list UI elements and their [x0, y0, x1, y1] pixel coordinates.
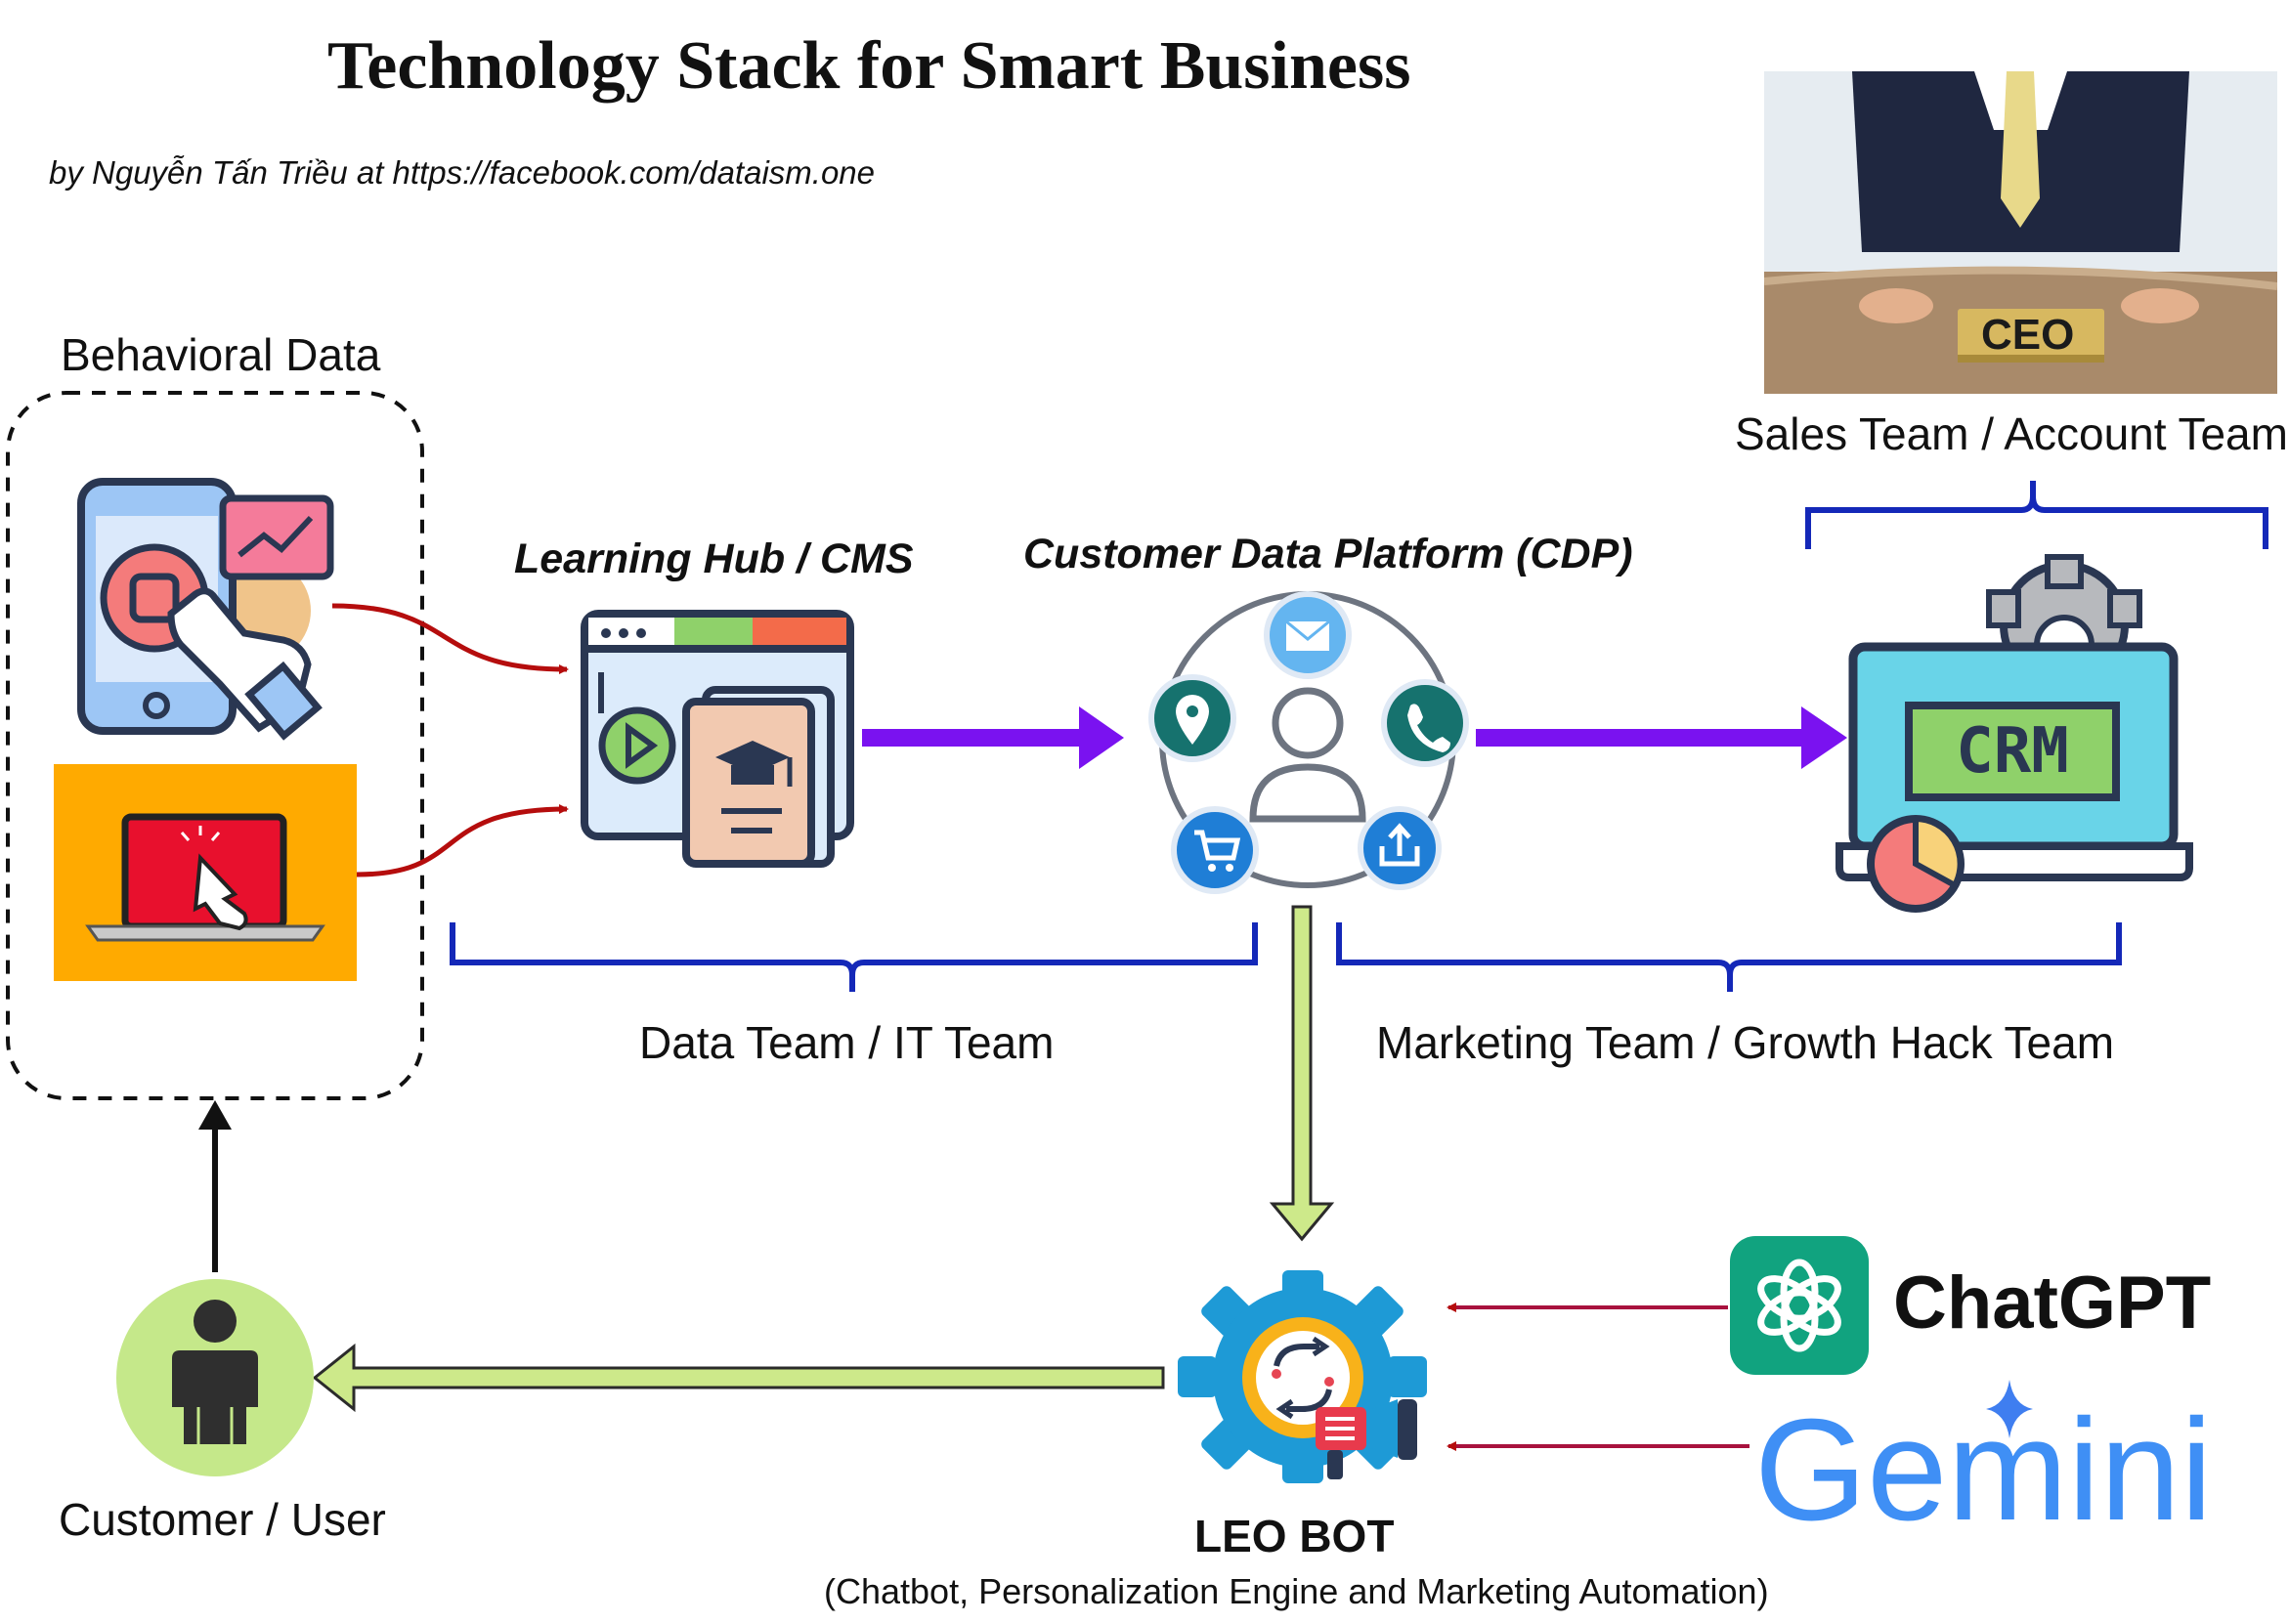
arrow-tablet-to-hub — [331, 603, 569, 674]
crm-label: CRM — [1956, 715, 2069, 788]
email-icon — [1264, 591, 1352, 679]
arrow-hub-to-cdp — [862, 706, 1124, 769]
leo-bot-gear-icon — [1178, 1270, 1427, 1483]
arrow-leobot-to-customer — [312, 1343, 1165, 1413]
tablet-touch-icon — [77, 478, 323, 741]
ceo-plate-label: CEO — [1981, 311, 2075, 359]
chart-icon — [219, 494, 334, 580]
sync-icon — [1272, 1336, 1334, 1420]
openai-logo-icon — [1730, 1236, 1869, 1375]
gemini-label: Gemini — [1754, 1389, 2213, 1551]
location-icon — [1148, 674, 1236, 762]
marketing-team-label: Marketing Team / Growth Hack Team — [1376, 1017, 2115, 1068]
arrow-laptop-to-hub — [356, 804, 569, 877]
phone-icon — [1381, 679, 1469, 767]
customer-label: Customer / User — [59, 1494, 386, 1545]
share-icon — [1358, 806, 1442, 890]
sales-team-label: Sales Team / Account Team — [1735, 408, 2288, 459]
behavioral-data-label: Behavioral Data — [61, 329, 381, 380]
arrow-customer-to-behavioral — [198, 1100, 232, 1272]
leo-bot-subtitle: (Chatbot, Personalization Engine and Mar… — [824, 1571, 1769, 1611]
person-icon — [116, 1279, 314, 1476]
leo-bot-title: LEO BOT — [1194, 1511, 1395, 1561]
brace-data — [450, 922, 1258, 992]
megaphone-icon — [1316, 1399, 1417, 1479]
arrow-cdp-to-leobot — [1269, 905, 1335, 1242]
arrow-cdp-to-crm — [1476, 706, 1847, 769]
diagram-title: Technology Stack for Smart Business — [327, 28, 1411, 104]
laptop-click-icon — [54, 764, 357, 981]
pie-chart-icon — [1867, 815, 1965, 913]
graduation-book-icon — [682, 686, 835, 868]
cart-icon — [1171, 806, 1259, 894]
gemini-sparkle-icon — [1986, 1380, 2033, 1438]
cdp-label: Customer Data Platform (CDP) — [1023, 531, 1633, 577]
learning-hub-label: Learning Hub / CMS — [514, 535, 914, 582]
ceo-photo — [1763, 71, 2278, 394]
crm-monitor-icon — [1836, 642, 2193, 881]
byline: by Nguyễn Tấn Triều at https://facebook.… — [49, 154, 875, 191]
brace-marketing — [1336, 922, 2122, 992]
brace-sales — [1805, 481, 2268, 549]
chatgpt-label: ChatGPT — [1893, 1261, 2212, 1345]
data-team-label: Data Team / IT Team — [639, 1017, 1055, 1068]
